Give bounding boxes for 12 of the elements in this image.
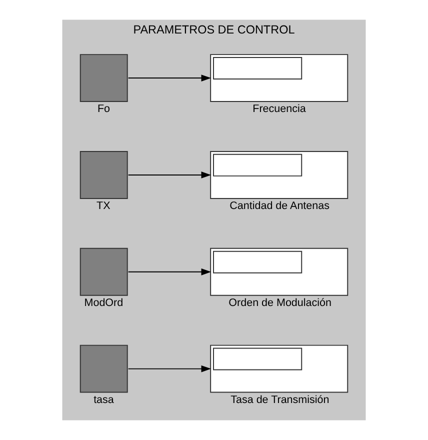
arrow (128, 74, 212, 82)
node-label: Fo (98, 103, 110, 116)
node-label: ModOrd (84, 296, 124, 309)
arrow (128, 268, 212, 276)
node-label: Cantidad de Antenas (230, 200, 330, 212)
node-label: Orden de Modulación (228, 296, 332, 309)
node-label: Frecuencia (252, 103, 306, 116)
node-label: Tasa de Transmisión (230, 394, 330, 406)
arrow (128, 365, 212, 372)
arrow (128, 172, 212, 178)
node-label: tasa (94, 394, 114, 406)
node-label: TX (96, 200, 110, 212)
